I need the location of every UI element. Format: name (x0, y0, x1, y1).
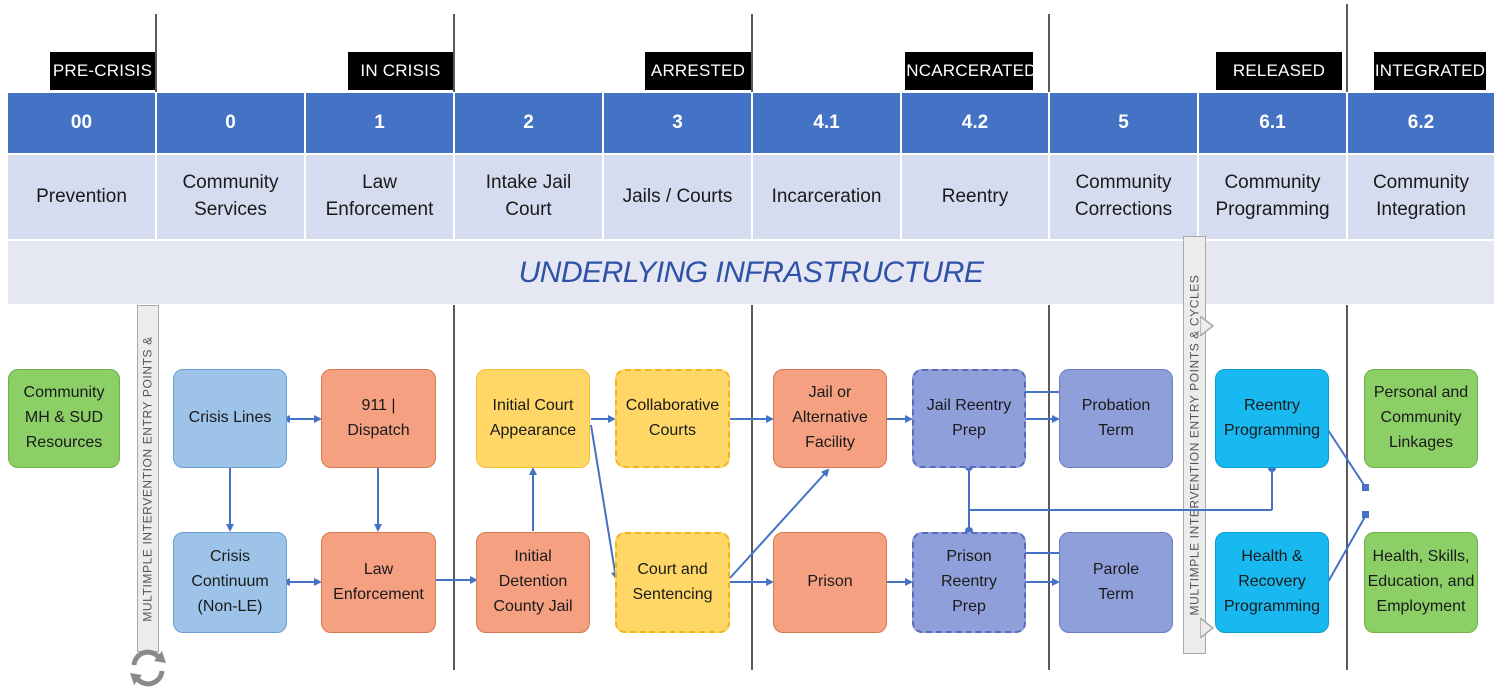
header-separator (304, 93, 306, 239)
header-separator (1346, 93, 1348, 239)
law-enforcement-node: Law Enforcement (321, 532, 436, 633)
intercept-number: 5 (1118, 112, 1129, 133)
cycle-marker-icon (1200, 618, 1214, 638)
intercept-number: 1 (374, 112, 385, 133)
stage-tag-in-crisis: IN CRISIS (348, 52, 453, 90)
community-resources-node: Community MH & SUD Resources (8, 369, 120, 468)
stage-divider (453, 14, 455, 92)
header-separator (155, 93, 157, 239)
intercept-name: Intake Jail Court (485, 172, 572, 220)
dispatch-node: 911 | Dispatch (321, 369, 436, 468)
reentry-programming-node: Reentry Programming (1215, 369, 1329, 468)
intercept-number: 3 (672, 112, 683, 133)
intercept-name: Incarceration (771, 185, 882, 207)
header-separator (900, 93, 902, 239)
stage-divider (155, 14, 157, 92)
stage-divider (751, 305, 753, 670)
intercept-name: Community Programming (1215, 172, 1330, 220)
cycle-icon (130, 649, 166, 687)
jail-reentry-node: Jail Reentry Prep (912, 369, 1026, 468)
intercept-number: 2 (523, 112, 534, 133)
header-separator (602, 93, 604, 239)
intercept-name: Jails / Courts (622, 185, 733, 207)
intercept-name: Law Enforcement (325, 172, 434, 220)
header-separator (1197, 93, 1199, 239)
intercept-name: Prevention (36, 185, 127, 207)
crisis-continuum-node: Crisis Continuum (Non-LE) (173, 532, 287, 633)
intercept-name: Community Corrections (1074, 172, 1173, 220)
stage-divider (1346, 305, 1348, 670)
court-sentencing-node: Court and Sentencing (615, 532, 730, 633)
jail-alternative-node: Jail or Alternative Facility (773, 369, 887, 468)
stage-tag-arrested: ARRESTED (645, 52, 751, 90)
header-separator (751, 93, 753, 239)
crisis-lines-node: Crisis Lines (173, 369, 287, 468)
personal-linkages-node: Personal and Community Linkages (1364, 369, 1478, 468)
intercept-number: 6.2 (1407, 112, 1435, 133)
intercept-number: 00 (70, 112, 93, 133)
intercept-number: 0 (225, 112, 236, 133)
prison-node: Prison (773, 532, 887, 633)
intercept-name: Community Services (182, 172, 279, 220)
health-skills-node: Health, Skills, Education, and Employmen… (1364, 532, 1478, 633)
initial-detention-node: Initial Detention County Jail (476, 532, 590, 633)
parole-node: Parole Term (1059, 532, 1173, 633)
intercept-name: Reentry (941, 185, 1009, 207)
right-entry-points-label: MULTIMPLE INTERVENTION ENTRY POINTS & CY… (1183, 236, 1206, 654)
probation-node: Probation Term (1059, 369, 1173, 468)
stage-divider (751, 14, 753, 92)
stage-tag-pre-crisis: PRE-CRISIS (50, 52, 155, 90)
prison-reentry-node: Prison Reentry Prep (912, 532, 1026, 633)
stage-divider (1346, 4, 1348, 92)
intercept-number: 4.1 (813, 112, 840, 133)
cycle-marker-icon (1200, 316, 1214, 336)
health-recovery-node: Health & Recovery Programming (1215, 532, 1329, 633)
stage-tag-incarcerated: INCARCERATED (901, 52, 1036, 90)
stage-divider (1048, 14, 1050, 92)
underlying-infrastructure-band: UNDERLYING INFRASTRUCTURE (8, 241, 1494, 304)
stage-tag-released: RELEASED (1216, 52, 1342, 90)
intercept-number: 4.2 (961, 112, 989, 133)
header-separator (453, 93, 455, 239)
stage-tag-integrated: INTEGRATED (1374, 52, 1486, 90)
intercept-number: 6.1 (1259, 112, 1286, 133)
collaborative-courts-node: Collaborative Courts (615, 369, 730, 468)
intercept-name: Community Integration (1372, 172, 1470, 220)
stage-divider (453, 305, 455, 670)
initial-court-node: Initial Court Appearance (476, 369, 590, 468)
header-separator (1048, 93, 1050, 239)
stage-divider (1048, 305, 1050, 670)
